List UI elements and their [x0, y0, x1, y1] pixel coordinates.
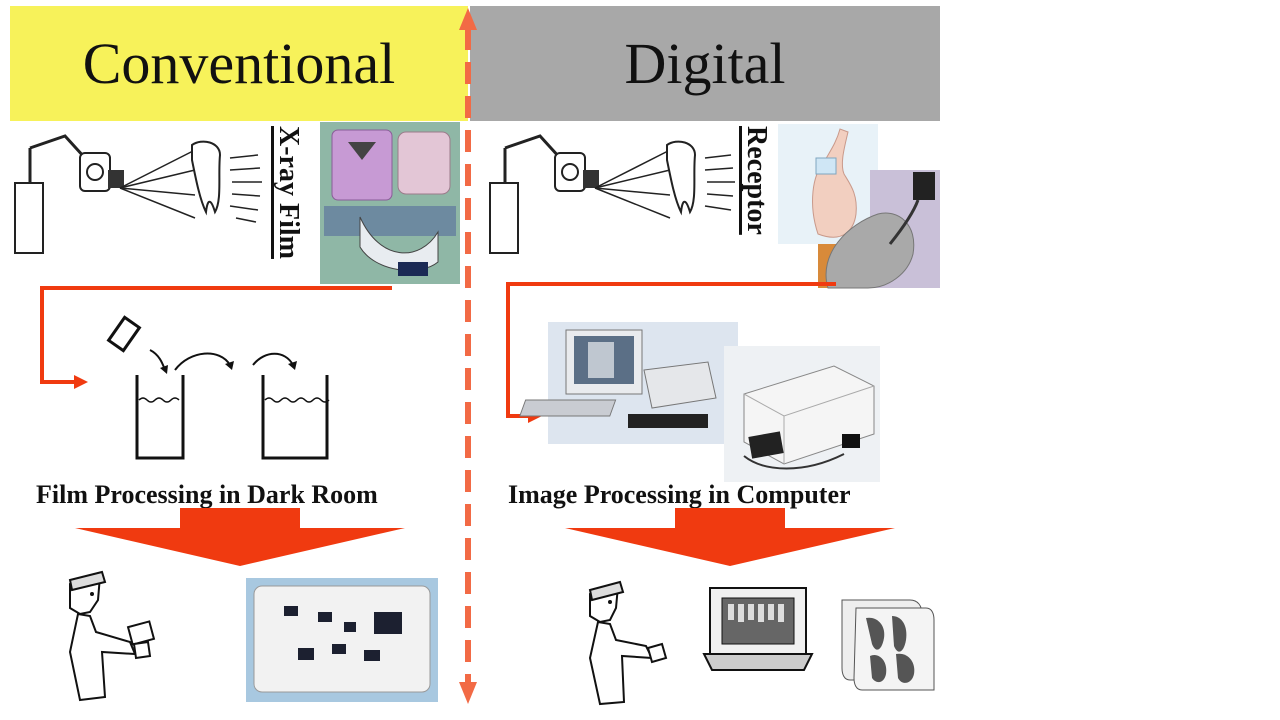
person-viewing-film-icon: [68, 570, 156, 702]
conventional-header: Conventional: [10, 6, 468, 121]
image-processing-caption: Image Processing in Computer: [508, 480, 851, 509]
film-processing-caption: Film Processing in Dark Room: [36, 480, 378, 509]
digital-header: Digital: [470, 6, 940, 121]
digital-scanner-photo: [724, 346, 880, 482]
receptor-label: Receptor: [741, 126, 772, 235]
computer-workstation-photo: [519, 322, 738, 444]
xray-beam-icon: [119, 140, 262, 223]
printed-xray-film-icon: [841, 599, 935, 691]
film-processing-tanks-icon: [106, 315, 330, 460]
conventional-title: Conventional: [82, 31, 396, 96]
xray-film-photo: [320, 122, 460, 284]
film-flow-arrow: [40, 286, 392, 389]
film-lightbox-photo: [246, 578, 438, 702]
digital-title: Digital: [624, 31, 786, 96]
receptor-photo: [778, 124, 940, 289]
left-down-arrow-icon: [75, 508, 405, 566]
xray-film-label: X-ray Film: [273, 126, 304, 259]
digital-xray-machine-icon: [489, 134, 599, 254]
divider-arrow: [459, 8, 477, 704]
digital-xray-beam-icon: [594, 140, 735, 219]
person-viewing-screen-icon: [588, 580, 668, 706]
right-down-arrow-icon: [565, 508, 895, 566]
xray-machine-icon: [14, 134, 124, 254]
monitor-xray-icon: [702, 587, 814, 671]
